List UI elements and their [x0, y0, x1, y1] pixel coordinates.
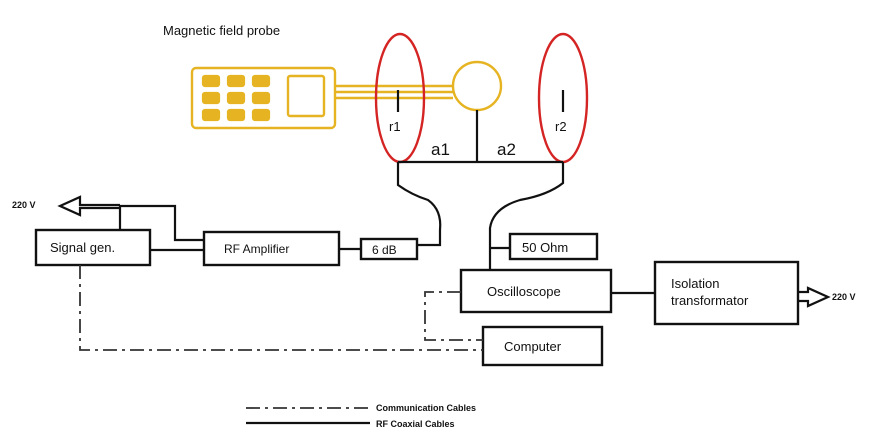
signal-gen-power-wire: [118, 204, 204, 242]
signal-gen-label: Signal gen.: [50, 240, 115, 255]
isolation-label-line1: Isolation: [671, 276, 719, 291]
termination-label: 50 Ohm: [522, 240, 568, 255]
coax-loop-r2-to-oscilloscope: [488, 162, 565, 270]
probe-title: Magnetic field probe: [163, 23, 280, 38]
rf-amplifier-label: RF Amplifier: [224, 242, 289, 256]
termination-box: [508, 232, 599, 261]
a2-label: a2: [497, 140, 516, 159]
power-label-right: 220 V: [832, 292, 856, 302]
probe-key: [226, 91, 246, 105]
power-label-left: 220 V: [12, 200, 36, 210]
probe-key: [251, 108, 271, 122]
probe-key: [201, 108, 221, 122]
power-arrow-left-shape: [57, 195, 120, 217]
probe-sensor-loop: [451, 60, 503, 112]
power-arrow-right: 220 V: [798, 286, 856, 308]
legend-rf-label: RF Coaxial Cables: [376, 419, 455, 429]
signal-gen-box: [34, 228, 152, 267]
comm-cable-oscilloscope-to-computer: [424, 291, 483, 341]
power-arrow-right-shape: [798, 286, 831, 308]
probe-key: [226, 74, 246, 88]
power-arrow-left: 220 V: [12, 195, 120, 217]
probe-key: [251, 91, 271, 105]
a1-label: a1: [431, 140, 450, 159]
computer-label: Computer: [504, 339, 562, 354]
coax-loop-r1-to-attenuator: [396, 162, 442, 247]
legend-comm-label: Communication Cables: [376, 403, 476, 413]
magnetic-field-probe: [190, 60, 503, 130]
legend: Communication Cables RF Coaxial Cables: [246, 403, 476, 429]
r2-label: r2: [555, 119, 567, 134]
r1-label: r1: [389, 119, 401, 134]
oscilloscope-box: [459, 268, 613, 314]
probe-key: [226, 108, 246, 122]
probe-display: [286, 74, 326, 118]
comm-cable-siggen-to-computer: [79, 265, 483, 351]
probe-keypad: [201, 74, 271, 122]
probe-key: [251, 74, 271, 88]
computer-box: [481, 325, 604, 367]
oscilloscope-label: Oscilloscope: [487, 284, 561, 299]
attenuator-label: 6 dB: [372, 243, 397, 257]
probe-key: [201, 74, 221, 88]
isolation-label-line2: transformator: [671, 293, 749, 308]
probe-key: [201, 91, 221, 105]
